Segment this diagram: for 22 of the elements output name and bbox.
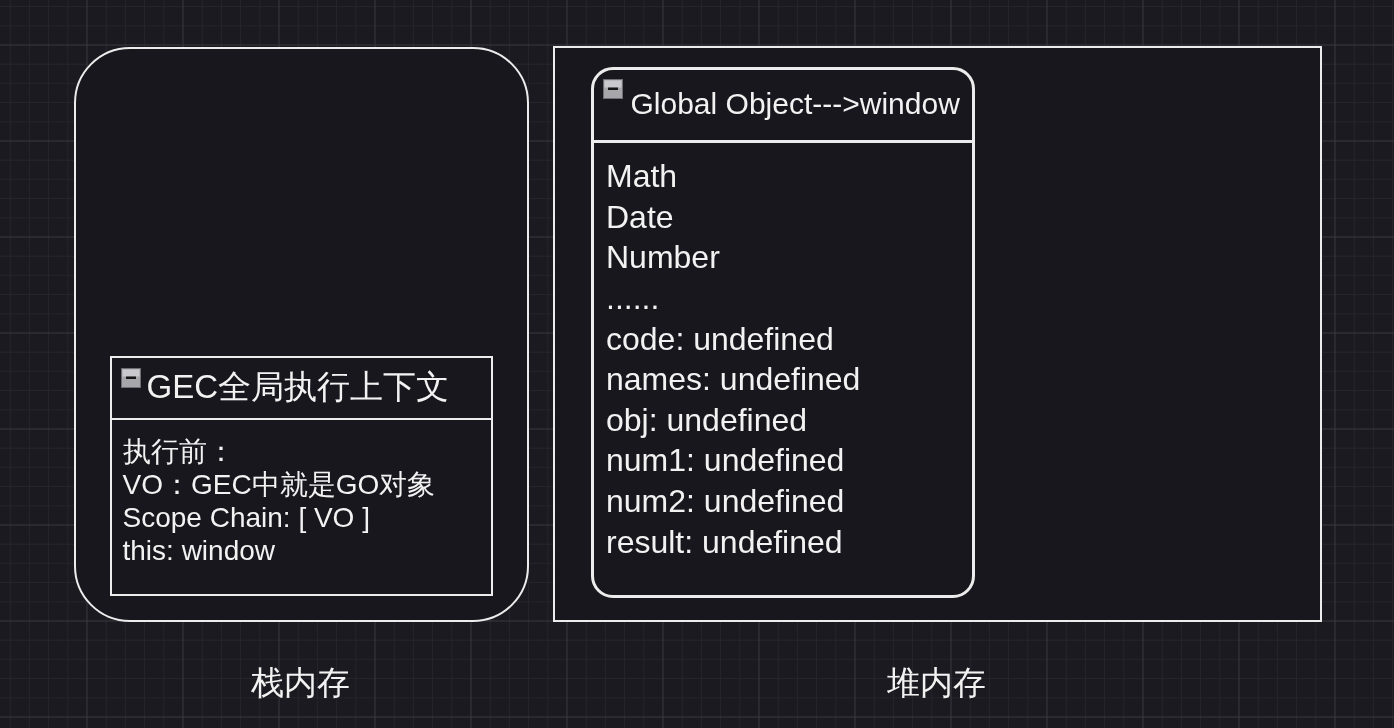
list-item: ...... [606,278,660,318]
list-item: obj: undefined [606,400,808,440]
list-box [591,67,975,598]
list-item: Date [606,197,674,237]
box-title: Global Object--->window [630,85,960,122]
rounded-panel [74,47,529,622]
list-item: this: window [122,534,275,568]
list-item: code: undefined [606,319,834,358]
list-box [109,355,493,596]
panel [553,46,1322,622]
list-item: 执行前： [122,435,235,469]
list-item: Math [606,157,678,196]
list-item: names: undefined [606,360,861,399]
list-item: Scope Chain: [ VO ] [122,501,370,535]
node-label: 栈内存 [250,663,350,703]
box-title: GEC全局执行上下文 [146,366,449,407]
list-item: Number [606,238,720,277]
list-item: num2: undefined [606,481,845,521]
node-label: 堆内存 [886,663,986,703]
list-item: num1: undefined [606,441,845,480]
list-item: result: undefined [606,522,843,561]
list-item: VO：GEC中就是GO对象 [122,468,436,502]
